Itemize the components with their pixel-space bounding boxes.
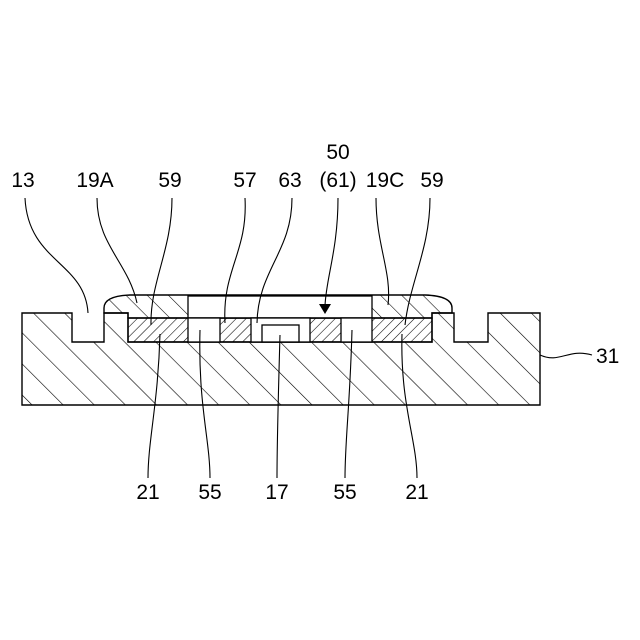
label-13: 13 <box>11 170 34 192</box>
label-55-right: 55 <box>333 482 356 504</box>
label-19c: 19C <box>366 170 405 192</box>
label-55-left: 55 <box>198 482 221 504</box>
label-63: 63 <box>278 170 301 192</box>
label-31: 31 <box>596 346 619 368</box>
label-61: (61) <box>319 170 356 192</box>
label-59-right: 59 <box>420 170 443 192</box>
label-17: 17 <box>265 482 288 504</box>
label-59-left: 59 <box>158 170 181 192</box>
label-19a: 19A <box>76 170 113 192</box>
label-21-right: 21 <box>405 482 428 504</box>
label-50: 50 <box>326 142 349 164</box>
label-57: 57 <box>233 170 256 192</box>
label-21-left: 21 <box>136 482 159 504</box>
